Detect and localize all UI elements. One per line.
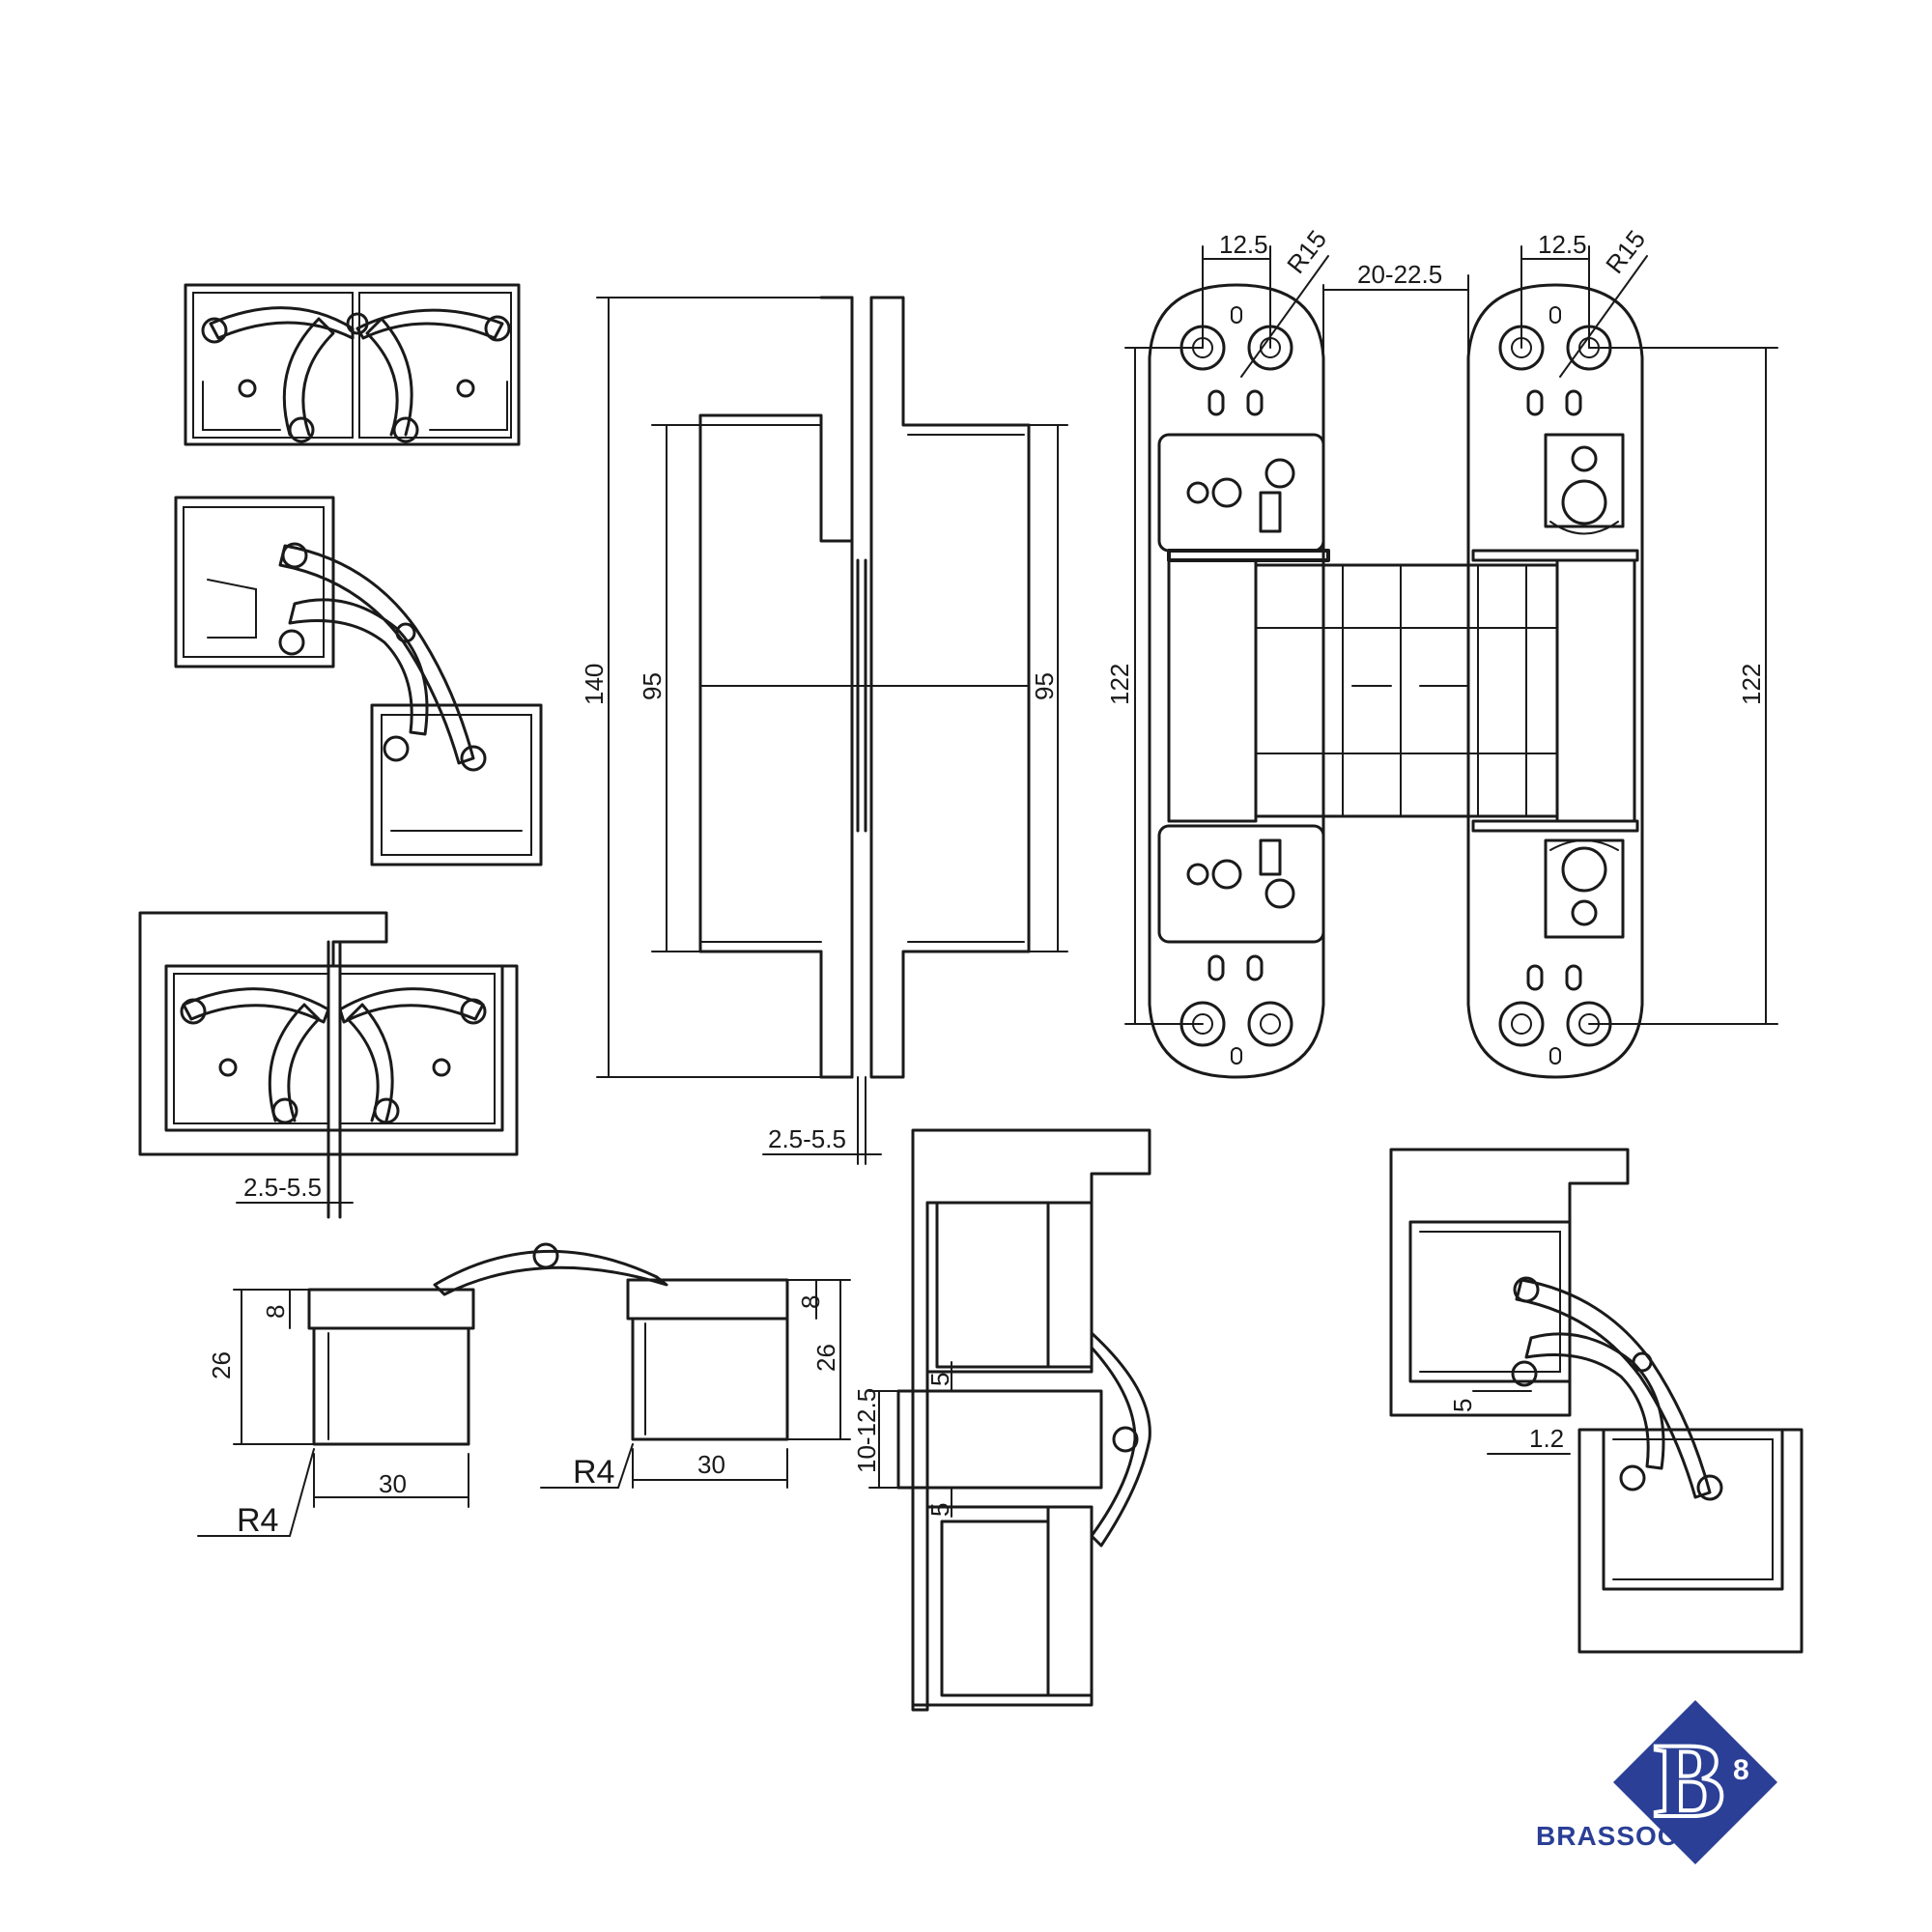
dim-body-left: 95 (638, 672, 667, 700)
view-side-elevation (596, 296, 1068, 1165)
dim-radius-right: R15 (1600, 225, 1651, 279)
view-installed-closed (138, 911, 519, 1219)
dim-door-thickness: 10-12.5 (852, 1388, 881, 1473)
dim-offset: 20-22.5 (1357, 260, 1442, 289)
dim-gap-left: 2.5-5.5 (243, 1173, 322, 1202)
dim-radius-small-right: R4 (573, 1454, 614, 1491)
brand-logo: B 8 BRASSOCHO (1536, 1700, 1777, 1864)
view-section-door (868, 1128, 1151, 1712)
dim-hole-spacing-left: 12.5 (1219, 230, 1268, 259)
dim-depth-left: 26 (207, 1351, 236, 1379)
dim-setback-bottom: 5 (925, 1503, 954, 1517)
dim-flange-left: 8 (261, 1305, 290, 1319)
dim-height-total: 140 (580, 664, 609, 705)
dim-depth-right: 26 (811, 1344, 840, 1372)
dim-gap-mid: 2.5-5.5 (768, 1124, 846, 1153)
view-installed-open (1389, 1148, 1804, 1654)
dim-length-right: 122 (1737, 664, 1766, 705)
dim-setback-top: 5 (925, 1373, 954, 1386)
dim-width-right: 30 (697, 1450, 725, 1479)
dim-width-left: 30 (379, 1469, 407, 1498)
view-section-cups (197, 1242, 851, 1537)
view-closed-top (184, 283, 521, 446)
view-open-top (174, 496, 543, 867)
dim-radius-small-left: R4 (237, 1502, 278, 1539)
logo-number: 8 (1733, 1754, 1749, 1786)
view-front-right-plate (1466, 283, 1644, 1079)
logo-letter: B (1654, 1721, 1724, 1839)
dim-offset-five: 5 (1448, 1399, 1477, 1412)
dim-clearance: 1.2 (1529, 1424, 1564, 1453)
dim-radius-left: R15 (1281, 225, 1332, 279)
dim-flange-right: 8 (796, 1295, 825, 1309)
dim-length-left: 122 (1105, 664, 1134, 705)
brand-name: BRASSOCHO (1536, 1821, 1720, 1851)
front-dimension-lines (1124, 245, 1778, 1025)
dim-body-right: 95 (1030, 672, 1059, 700)
logo-diamond (1613, 1700, 1777, 1864)
dim-hole-spacing-right: 12.5 (1538, 230, 1587, 259)
view-front-center-body (1254, 563, 1559, 818)
view-front-left-plate (1148, 283, 1330, 1079)
